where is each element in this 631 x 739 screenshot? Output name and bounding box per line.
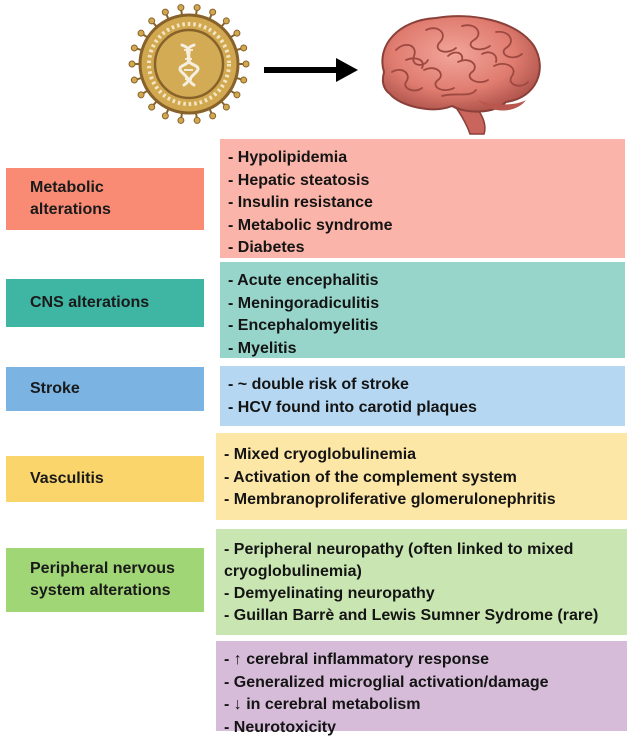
list-item: - Myelitis	[228, 338, 617, 361]
list-item: - Hypolipidemia	[228, 147, 617, 170]
right-arrow-icon	[264, 58, 360, 82]
label-stroke: Stroke	[6, 367, 204, 411]
metabolic-box: - Hypolipidemia - Hepatic steatosis - In…	[220, 139, 625, 258]
list-item: - Peripheral neuropathy (often linked to…	[224, 539, 619, 583]
brain-icon	[366, 10, 546, 136]
hcv-virus-icon	[128, 3, 250, 125]
list-item: - Guillan Barrè and Lewis Sumner Sydrome…	[224, 605, 619, 627]
list-item: - HCV found into carotid plaques	[228, 397, 617, 420]
label-pns-line1: Peripheral nervous	[30, 558, 175, 580]
header-illustration	[0, 0, 631, 138]
stroke-box: - ~ double risk of stroke - HCV found in…	[220, 366, 625, 426]
label-stroke-text: Stroke	[30, 378, 80, 400]
label-cns-text: CNS alterations	[30, 292, 149, 314]
vasculitis-box: - Mixed cryoglobulinemia - Activation of…	[216, 433, 627, 520]
pns-box: - Peripheral neuropathy (often linked to…	[216, 529, 627, 635]
list-item: - Neurotoxicity	[224, 717, 619, 739]
list-item: - Insulin resistance	[228, 192, 617, 215]
label-metabolic-line2: alterations	[30, 199, 111, 221]
list-item: - ↑ cerebral inflammatory response	[224, 649, 619, 672]
list-item: - Hepatic steatosis	[228, 170, 617, 193]
list-item: - Encephalomyelitis	[228, 315, 617, 338]
list-item: - Membranoproliferative glomerulonephrit…	[224, 489, 619, 512]
list-item: - Meningoradiculitis	[228, 293, 617, 316]
label-vasculitis-text: Vasculitis	[30, 468, 104, 490]
label-pns-line2: system alterations	[30, 580, 175, 602]
list-item: - Acute encephalitis	[228, 270, 617, 293]
list-item: - ~ double risk of stroke	[228, 374, 617, 397]
list-item: - Activation of the complement system	[224, 467, 619, 490]
list-item: - Demyelinating neuropathy	[224, 583, 619, 605]
label-metabolic-line1: Metabolic	[30, 177, 111, 199]
list-item: - Diabetes	[228, 237, 617, 260]
list-item: - Generalized microglial activation/dama…	[224, 672, 619, 695]
list-item: - ↓ in cerebral metabolism	[224, 694, 619, 717]
list-item: - Mixed cryoglobulinemia	[224, 444, 619, 467]
cns-box: - Acute encephalitis - Meningoradiculiti…	[220, 262, 625, 358]
list-item: - Metabolic syndrome	[228, 215, 617, 238]
label-cns: CNS alterations	[6, 279, 204, 327]
label-vasculitis: Vasculitis	[6, 456, 204, 502]
